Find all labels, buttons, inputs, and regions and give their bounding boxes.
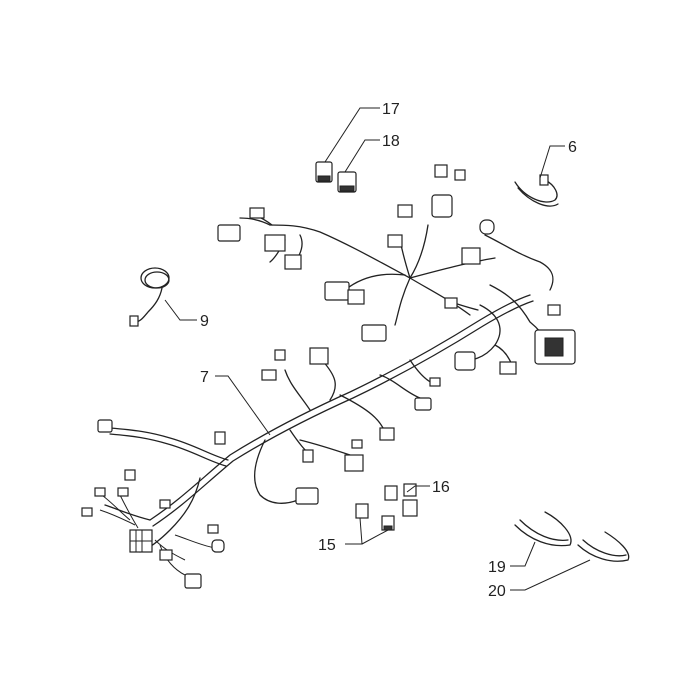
harness-connectors xyxy=(81,164,576,589)
cable-clip-6 xyxy=(514,174,559,207)
callout-6: 6 xyxy=(568,139,577,156)
connectors-15 xyxy=(355,503,395,531)
callout-20: 20 xyxy=(488,583,506,600)
clamp-19 xyxy=(514,511,572,547)
relay-17 xyxy=(315,161,333,183)
coiled-sensor-wire xyxy=(129,267,170,327)
connectors-16 xyxy=(384,483,418,517)
callout-9: 9 xyxy=(200,313,209,330)
clamp-20 xyxy=(577,531,630,562)
leader-lines xyxy=(164,107,591,591)
callout-7: 7 xyxy=(200,369,209,386)
callout-18: 18 xyxy=(382,133,400,150)
main-wiring-harness xyxy=(94,214,554,576)
callout-15: 15 xyxy=(318,537,336,554)
callout-19: 19 xyxy=(488,559,506,576)
callout-16: 16 xyxy=(432,479,450,496)
callout-17: 17 xyxy=(382,101,400,118)
relay-18 xyxy=(337,171,357,193)
